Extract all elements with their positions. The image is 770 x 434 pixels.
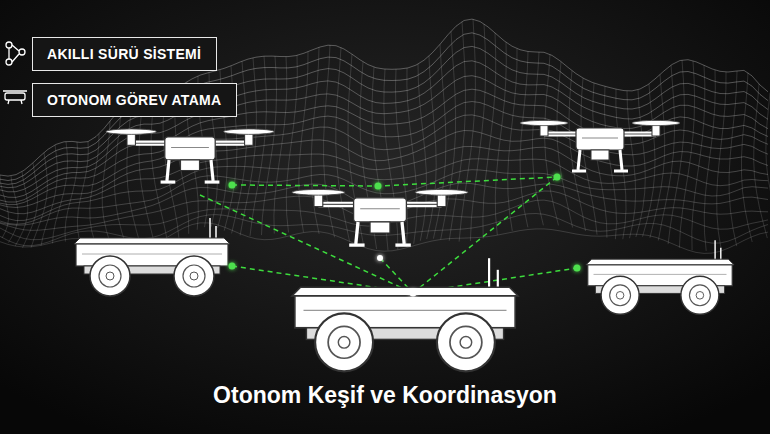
badge-text: OTONOM GÖREV ATAMA <box>47 92 221 108</box>
mountain-strand <box>545 54 559 225</box>
drone <box>520 120 680 171</box>
network-icon <box>9 45 19 62</box>
mountain-strand <box>533 52 544 225</box>
mountain-strand <box>418 64 427 241</box>
mountain-wireframe <box>0 19 770 253</box>
ground-vehicle <box>586 240 734 314</box>
mountain-strand <box>754 84 768 238</box>
mountain-strand <box>636 90 645 237</box>
network-icon <box>6 59 12 65</box>
link-line <box>232 177 557 186</box>
mountain-strand <box>286 55 297 232</box>
mountain-strand <box>324 45 335 237</box>
title: Otonom Keşif ve Koordinasyon <box>0 382 770 409</box>
mountain-strand <box>650 75 665 238</box>
mountain-strand <box>77 142 88 241</box>
drone <box>292 189 468 245</box>
mountain-strand <box>459 19 475 241</box>
mountain-strand <box>605 86 617 239</box>
mountain-strand <box>692 65 705 250</box>
mountain-strand <box>433 44 446 238</box>
link-dot <box>377 255 383 261</box>
link-lines <box>200 177 577 293</box>
label-badge: OTONOM GÖREV ATAMA <box>32 83 237 117</box>
mountain-strand <box>250 56 266 236</box>
mountain-strand <box>441 31 456 239</box>
network-icon <box>6 42 12 48</box>
mountain-strand <box>151 98 168 243</box>
mountain-strand <box>90 134 99 242</box>
link-dot <box>229 263 236 270</box>
mountain-strand <box>508 49 517 231</box>
mountain-strand <box>742 72 753 242</box>
mountain-strand <box>427 56 437 239</box>
network-icon <box>19 49 25 55</box>
link-dot <box>229 182 236 189</box>
mountain-strand <box>766 93 770 236</box>
mountain-strand <box>8 176 18 243</box>
link-dot <box>574 265 581 272</box>
drone <box>106 129 274 182</box>
ground-vehicle <box>292 258 518 371</box>
mountain-strand <box>15 172 28 247</box>
link-dot <box>375 183 382 190</box>
title-text: Otonom Keşif ve Koordinasyon <box>213 382 557 408</box>
ground-vehicle <box>74 218 230 296</box>
mountain-strand <box>717 72 726 249</box>
link-dot <box>554 174 561 181</box>
link-dot <box>410 290 417 297</box>
mountain-strand <box>627 91 636 238</box>
mountain-strand <box>704 70 715 251</box>
drone-icon <box>3 91 27 104</box>
mountain-strand <box>336 47 350 241</box>
link-dots <box>229 174 581 297</box>
badge-text: AKILLI SÜRÜ SİSTEMİ <box>47 46 201 62</box>
mountain-strand <box>41 145 57 246</box>
mountain-strand <box>31 153 47 248</box>
mountain-strand <box>274 57 287 234</box>
mountain-strand <box>483 33 496 239</box>
label-badge: AKILLI SÜRÜ SİSTEMİ <box>32 37 217 71</box>
mountain-strand <box>299 52 308 233</box>
mountain-strand <box>127 100 141 246</box>
mountain-strand <box>643 84 656 237</box>
mountain-strand <box>102 121 110 243</box>
mountain-strand <box>65 142 78 242</box>
drone-icon <box>5 93 25 100</box>
mountain-strand <box>495 42 506 235</box>
mountain-strand <box>729 71 737 246</box>
mountain-strand <box>407 68 417 244</box>
mountain-strand <box>0 175 9 238</box>
badge-icons <box>3 42 27 104</box>
